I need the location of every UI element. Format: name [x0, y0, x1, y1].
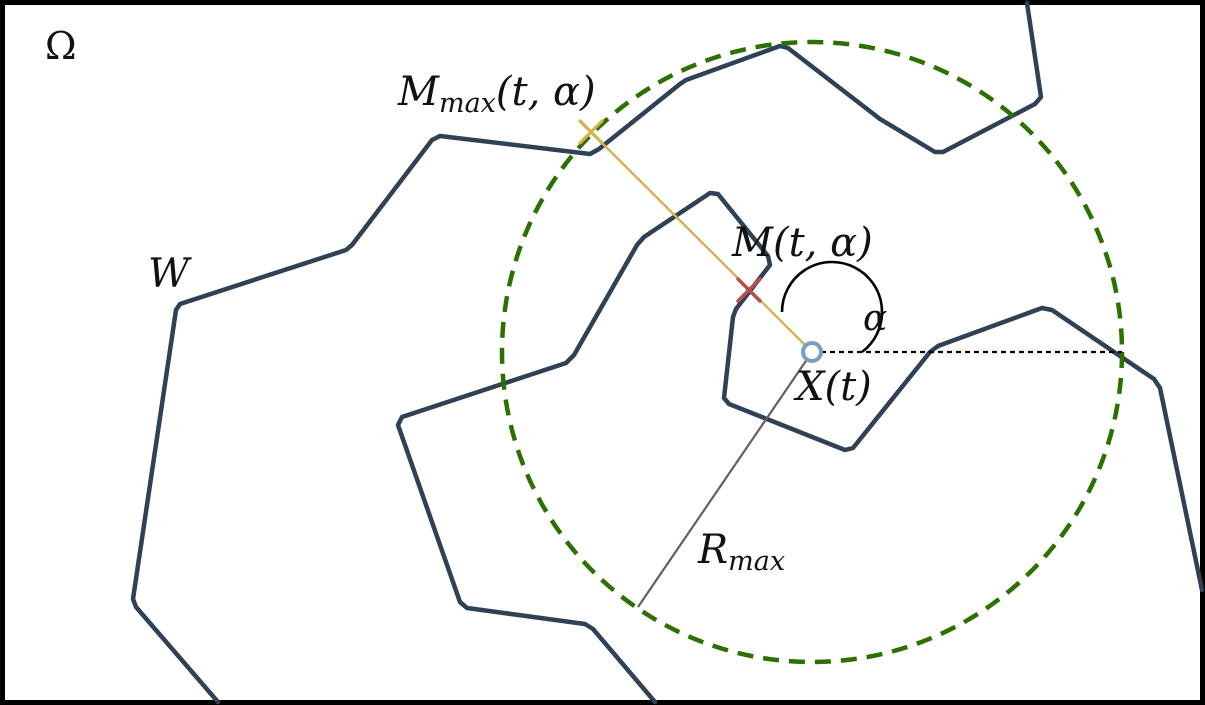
- position-label: X(t): [793, 364, 872, 410]
- angle-arc: [780, 260, 884, 354]
- position-label-args: (t): [824, 364, 871, 410]
- radius-label-main: R: [697, 527, 728, 573]
- domain-label: Ω: [45, 24, 77, 68]
- position-label-main: X: [793, 364, 826, 410]
- max-point-mark: [578, 119, 604, 145]
- max-point-label-main: M: [397, 69, 440, 115]
- hit-point-label-main: M: [731, 220, 774, 266]
- radius-line: [637, 351, 813, 608]
- max-point-label-args: (t, α): [496, 69, 596, 115]
- wall-outer-path: [130, 0, 1044, 705]
- angle-label: α: [863, 298, 887, 339]
- hit-point-label-args: (t, α): [773, 220, 873, 266]
- wall-label: W: [148, 251, 192, 297]
- max-point-label: Mmax(t, α): [397, 69, 596, 119]
- radius-label-sub: max: [728, 546, 785, 577]
- radius-label: Rmax: [697, 527, 785, 577]
- sensor-ray: [590, 131, 813, 353]
- hit-point-mark: [736, 277, 762, 303]
- hit-point-label: M(t, α): [731, 220, 873, 266]
- max-point-label-sub: max: [439, 88, 496, 119]
- position-point: [801, 341, 823, 363]
- wall-inner-path: [395, 190, 1205, 705]
